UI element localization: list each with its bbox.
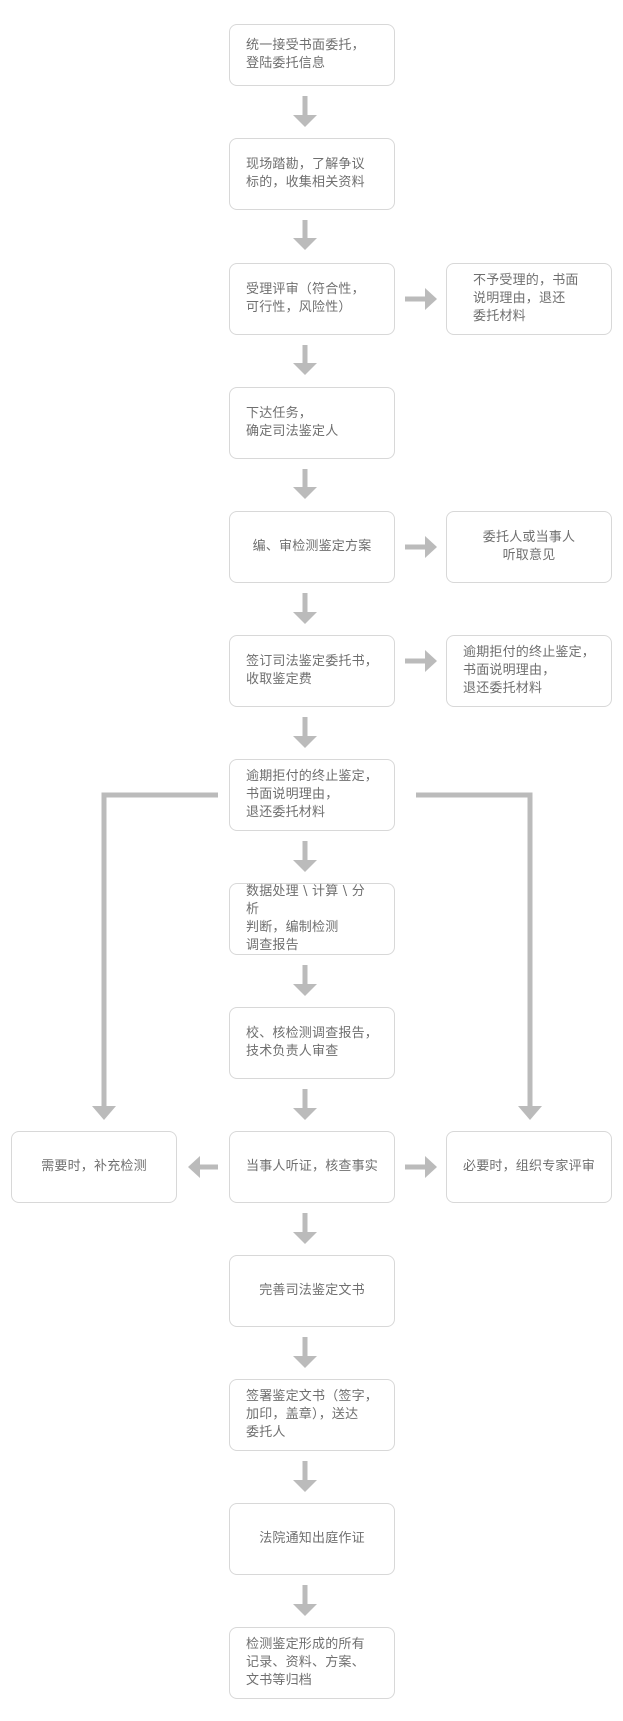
arrow-right-opinion — [405, 536, 437, 558]
arrow-down-13 — [293, 1585, 317, 1616]
branch-right — [416, 792, 542, 1120]
step-sign-document: 签署鉴定文书（签字， 加印，盖章），送达 委托人 — [229, 1379, 395, 1451]
step-finalize-document: 完善司法鉴定文书 — [229, 1255, 395, 1327]
arrow-down-12 — [293, 1461, 317, 1492]
note-reject-commission: 不予受理的，书面 说明理由，退还 委托材料 — [446, 263, 612, 335]
arrow-down-8 — [293, 965, 317, 996]
note-terminate-overdue: 逾期拒付的终止鉴定， 书面说明理由， 退还委托材料 — [446, 635, 612, 707]
arrow-down-2 — [293, 220, 317, 250]
step-hearing: 当事人听证，核查事实 — [229, 1131, 395, 1203]
step-plan-review: 编、审检测鉴定方案 — [229, 511, 395, 583]
arrow-down-9 — [293, 1089, 317, 1120]
step-site-survey: 现场踏勘，了解争议 标的，收集相关资料 — [229, 138, 395, 210]
step-archive: 检测鉴定形成的所有 记录、资料、方案、 文书等归档 — [229, 1627, 395, 1699]
note-supplement-test: 需要时，补充检测 — [11, 1131, 177, 1203]
arrow-down-10 — [293, 1213, 317, 1244]
branch-left — [92, 792, 218, 1120]
step-accept-commission: 统一接受书面委托， 登陆委托信息 — [229, 24, 395, 86]
step-assign-task: 下达任务， 确定司法鉴定人 — [229, 387, 395, 459]
arrow-down-7 — [293, 841, 317, 872]
step-data-processing: 数据处理 \ 计算 \ 分析 判断，编制检测 调查报告 — [229, 883, 395, 955]
arrow-down-11 — [293, 1337, 317, 1368]
step-sign-commission: 签订司法鉴定委托书， 收取鉴定费 — [229, 635, 395, 707]
arrow-right-reject — [405, 288, 437, 310]
arrow-down-1 — [293, 96, 317, 127]
arrow-left-supplement — [188, 1156, 218, 1178]
step-court-testimony: 法院通知出庭作证 — [229, 1503, 395, 1575]
arrow-right-expert — [405, 1156, 437, 1178]
arrow-down-6 — [293, 717, 317, 748]
note-expert-review: 必要时，组织专家评审 — [446, 1131, 612, 1203]
step-acceptance-review: 受理评审（符合性， 可行性，风险性） — [229, 263, 395, 335]
step-report-check: 校、核检测调查报告， 技术负责人审查 — [229, 1007, 395, 1079]
arrow-right-terminate — [405, 650, 437, 672]
note-hear-opinion: 委托人或当事人 听取意见 — [446, 511, 612, 583]
step-terminate-overdue: 逾期拒付的终止鉴定， 书面说明理由， 退还委托材料 — [229, 759, 395, 831]
arrow-down-4 — [293, 469, 317, 499]
arrow-down-5 — [293, 593, 317, 624]
arrow-down-3 — [293, 345, 317, 375]
